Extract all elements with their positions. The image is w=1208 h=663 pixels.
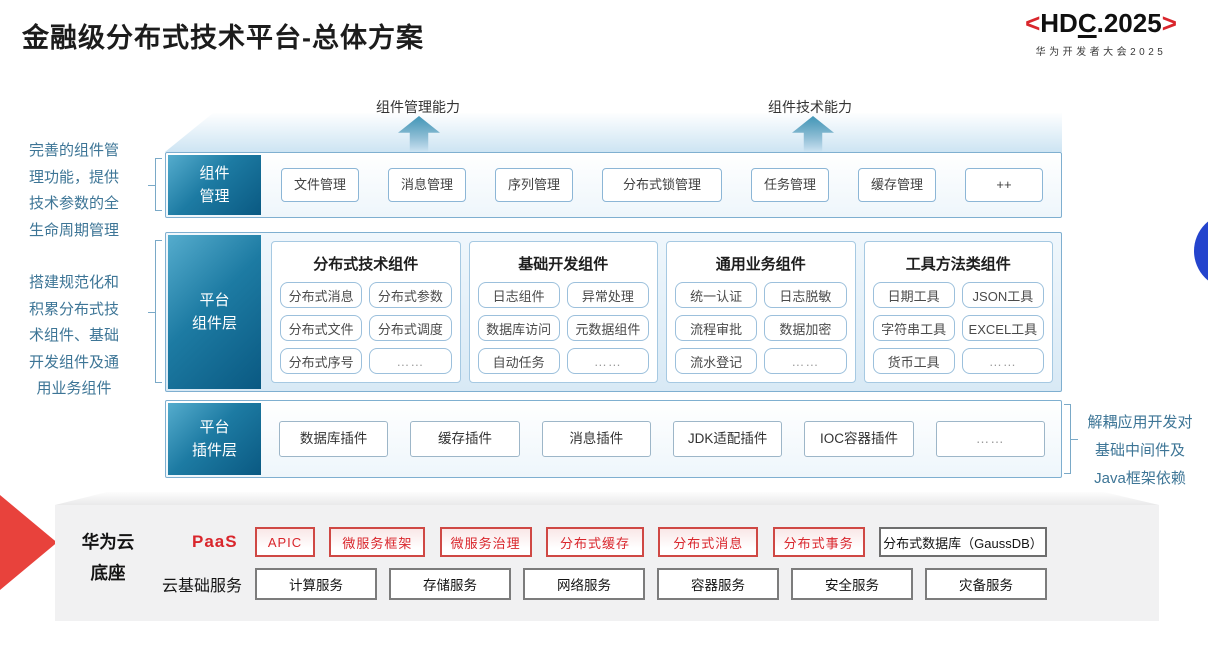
annotation-component-mgmt: 完善的组件管理功能，提供技术参数的全生命周期管理 [28,142,119,239]
page-title: 金融级分布式技术平台-总体方案 [22,23,424,53]
cloud-basic-service-items: 计算服务 存储服务 网络服务 容器服务 安全服务 灾备服务 [255,568,1047,600]
paas-box-gaussdb: 分布式数据库（GaussDB） [878,527,1047,557]
plugin-box: JDK适配插件 [672,421,783,457]
logo-right-bracket-icon: > [1161,8,1177,38]
bracket-left-icon [148,158,162,211]
hdc-logo-subtitle: 华为开发者大会2025 [1035,47,1167,58]
annotation-platform-components: 搭建规范化和积累分布式技术组件、基础开发组件及通用业务组件 [28,274,119,397]
component-box: EXCEL工具 [961,315,1044,341]
component-box: 统一认证 [675,282,758,308]
paas-box: 微服务框架 [329,527,426,557]
component-box: 异常处理 [566,282,649,308]
group-utility-tools: 工具方法类组件 日期工具 JSON工具 字符串工具 EXCEL工具 货币工具 …… [863,241,1053,383]
component-box: 分布式参数 [369,282,452,308]
paas-items: APIC 微服务框架 微服务治理 分布式缓存 分布式消息 分布式事务 分布式数据… [255,527,1047,557]
cloud-service-box: 存储服务 [389,568,511,600]
component-box: 数据库访问 [477,315,560,341]
paas-box: 微服务治理 [439,527,532,557]
row-label-platform-plugins: 平台 插件层 [168,403,261,475]
row-platform-plugins: 平台 插件层 数据库插件 缓存插件 消息插件 JDK适配插件 IOC容器插件 …… [165,400,1062,478]
row-platform-components: 平台 组件层 分布式技术组件 分布式消息 分布式参数 分布式文件 分布式调度 分… [165,232,1062,392]
cloud-service-box: 安全服务 [791,568,913,600]
component-box-more: …… [764,348,847,374]
group-title: 工具方法类组件 [905,256,1011,273]
cloud-service-box: 网络服务 [523,568,645,600]
deco-gradient-band [165,113,1062,152]
huawei-cloud-foundation-band: 华为云底座 PaaS 云基础服务 APIC 微服务框架 微服务治理 分布式缓存 … [55,505,1159,621]
hdc-2025-logo: <HDC.2025> 华为开发者大会2025 [998,8,1204,58]
logo-left-bracket-icon: < [1025,8,1041,38]
component-box: 流程审批 [675,315,758,341]
paas-box: 分布式事务 [772,527,865,557]
component-box: 序列管理 [495,168,573,202]
component-box: 日期工具 [872,282,955,308]
component-box: 流水登记 [675,348,758,374]
plugin-box: 数据库插件 [279,421,389,457]
component-box-more: …… [566,348,649,374]
bracket-right-icon [1064,404,1078,474]
component-box: 缓存管理 [858,168,936,202]
group-basic-dev: 基础开发组件 日志组件 异常处理 数据库访问 元数据组件 自动任务 …… [468,241,658,383]
component-groups: 分布式技术组件 分布式消息 分布式参数 分布式文件 分布式调度 分布式序号 ……… [271,241,1053,383]
component-box: 日志脱敏 [764,282,847,308]
paas-label: PaaS [192,532,238,551]
component-box: 货币工具 [872,348,955,374]
component-box: 分布式调度 [369,315,452,341]
blue-circle-decoration [1194,213,1208,289]
bracket-left-icon [148,240,162,383]
group-common-business: 通用业务组件 统一认证 日志脱敏 流程审批 数据加密 流水登记 …… [666,241,856,383]
component-box: 文件管理 [281,168,359,202]
component-box: 消息管理 [388,168,466,202]
plugin-items: 数据库插件 缓存插件 消息插件 JDK适配插件 IOC容器插件 …… [279,401,1045,477]
component-box: 分布式文件 [280,315,363,341]
component-box-more: …… [369,348,452,374]
component-box: 分布式序号 [280,348,363,374]
row-label-component-management: 组件 管理 [168,155,261,215]
component-box: 分布式消息 [280,282,363,308]
plugin-box: 消息插件 [541,421,651,457]
group-title: 基础开发组件 [518,256,609,273]
group-title: 通用业务组件 [715,256,806,273]
paas-box: 分布式缓存 [545,527,644,557]
plugin-box: 缓存插件 [410,421,520,457]
hdc-logo-text: <HDC.2025> [1025,8,1177,38]
group-title: 分布式技术组件 [313,256,419,273]
row-label-platform-components: 平台 组件层 [168,235,261,389]
arrow-label-tech-capability: 组件技术能力 [768,99,852,115]
component-box: 自动任务 [477,348,560,374]
paas-box: 分布式消息 [658,527,759,557]
component-box: 字符串工具 [872,315,955,341]
component-management-items: 文件管理 消息管理 序列管理 分布式锁管理 任务管理 缓存管理 ++ [281,153,1043,217]
component-box: ++ [965,168,1043,202]
cloud-service-box: 灾备服务 [925,568,1047,600]
component-box-more: …… [961,348,1044,374]
component-box: 日志组件 [477,282,560,308]
foundation-label: 华为云底座 [81,532,135,583]
component-box: 数据加密 [764,315,847,341]
component-box: 元数据组件 [566,315,649,341]
cloud-basic-services-label: 云基础服务 [162,578,243,595]
paas-box: APIC [255,527,315,557]
group-distributed-tech: 分布式技术组件 分布式消息 分布式参数 分布式文件 分布式调度 分布式序号 …… [271,241,461,383]
cloud-service-box: 容器服务 [657,568,779,600]
annotation-plugins: 解耦应用开发对基础中间件及Java框架依赖 [1087,414,1193,487]
plugin-box-more: …… [935,421,1045,457]
arrow-label-mgmt-capability: 组件管理能力 [376,99,460,115]
component-box: 分布式锁管理 [602,168,722,202]
red-arrow-icon [0,495,57,590]
plugin-box: IOC容器插件 [804,421,914,457]
row-component-management: 组件 管理 文件管理 消息管理 序列管理 分布式锁管理 任务管理 缓存管理 ++ [165,152,1062,218]
component-box: 任务管理 [751,168,829,202]
cloud-service-box: 计算服务 [255,568,377,600]
component-box: JSON工具 [961,282,1044,308]
